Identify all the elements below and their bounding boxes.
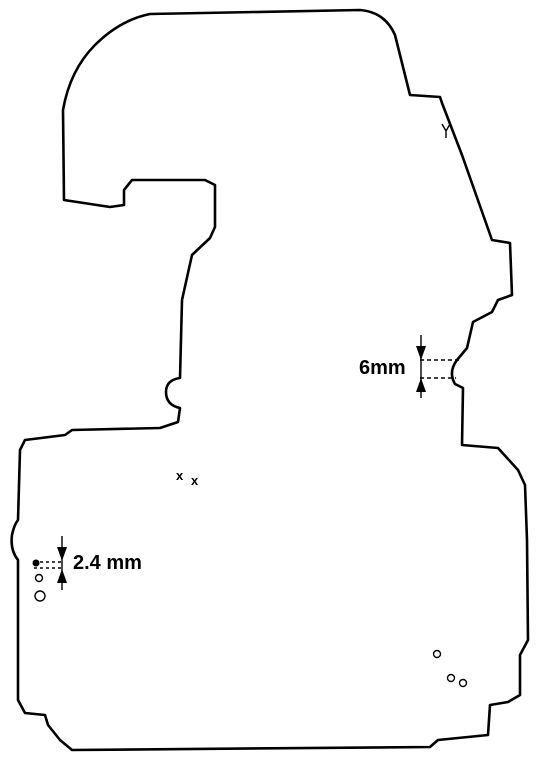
left-dimension-label: 2.4 mm bbox=[73, 552, 142, 574]
hole bbox=[34, 573, 44, 583]
hole bbox=[34, 590, 46, 602]
gasket-outline bbox=[10, 8, 530, 752]
hole bbox=[446, 673, 456, 683]
upper-dimension-label: 6mm bbox=[359, 357, 406, 379]
arrow-down-icon bbox=[416, 346, 426, 360]
cross-mark: x bbox=[191, 473, 199, 488]
left-dimension: 2.4 mm bbox=[34, 536, 142, 590]
arrow-up-icon bbox=[57, 569, 67, 583]
hole bbox=[432, 649, 442, 659]
arrow-up-icon bbox=[416, 378, 426, 392]
arrow-down-icon bbox=[57, 547, 67, 561]
hole bbox=[458, 678, 468, 688]
cross-mark: x bbox=[176, 468, 184, 483]
tab-mark bbox=[441, 123, 451, 138]
hole bbox=[32, 559, 40, 567]
upper-dimension: 6mm bbox=[359, 335, 462, 398]
